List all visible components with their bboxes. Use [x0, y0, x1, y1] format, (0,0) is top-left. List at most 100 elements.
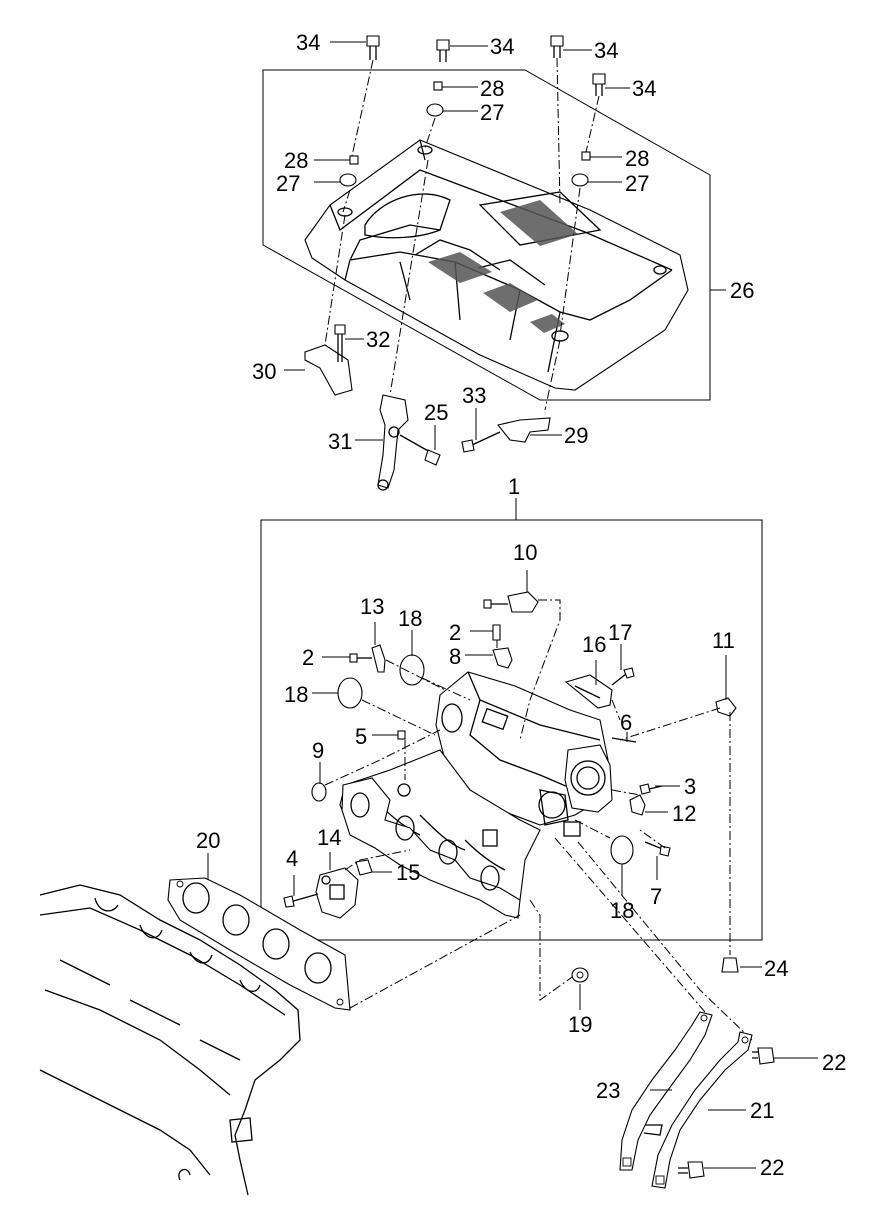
callout-20: 20 — [196, 828, 220, 853]
callout-25: 25 — [424, 400, 448, 425]
manifold-group-frame — [260, 519, 763, 941]
bracket-8 — [492, 647, 513, 669]
bracket-13 — [371, 644, 386, 673]
callout-27-b: 27 — [276, 171, 300, 196]
gasket-18-b — [337, 677, 363, 709]
callout-8: 8 — [449, 644, 461, 669]
bolt-4 — [283, 893, 319, 908]
callout-27-c: 27 — [625, 171, 649, 196]
bolt-33 — [461, 431, 501, 453]
throttle-flange — [564, 744, 613, 813]
callout-5: 5 — [355, 724, 367, 749]
callout-4: 4 — [286, 846, 298, 871]
stay-23 — [619, 1011, 713, 1171]
callout-18-b: 18 — [284, 682, 308, 707]
callout-19: 19 — [568, 1012, 592, 1037]
sensor-10 — [507, 591, 539, 613]
callout-26: 26 — [730, 278, 754, 303]
callout-6: 6 — [620, 710, 632, 735]
callout-2-b: 2 — [302, 645, 314, 670]
clip-15 — [355, 859, 373, 876]
callout-30: 30 — [252, 359, 276, 384]
bolt-25 — [399, 434, 441, 466]
bolt-34-a — [366, 35, 380, 60]
callout-33: 33 — [462, 383, 486, 408]
bracket-31 — [377, 394, 409, 489]
callout-29: 29 — [564, 423, 588, 448]
callout-34-d: 34 — [632, 76, 656, 101]
cap-24 — [721, 957, 739, 973]
intake-manifold-group — [260, 498, 763, 1041]
bracket-29 — [497, 417, 551, 443]
bolt-3 — [639, 783, 663, 795]
callout-28-a: 28 — [480, 76, 504, 101]
callout-21: 21 — [750, 1098, 774, 1123]
nut-27-b — [339, 173, 357, 187]
bolt-7 — [644, 841, 671, 857]
bolt-34-c — [550, 35, 564, 58]
bolt-34-d — [592, 73, 606, 96]
gasket-18-c — [610, 835, 634, 865]
callout-23: 23 — [596, 1078, 620, 1103]
nut-27-c — [571, 173, 589, 187]
callout-18-c: 18 — [610, 898, 634, 923]
callout-9: 9 — [312, 738, 324, 763]
engine-cover — [304, 139, 689, 391]
mesh-grill-4 — [530, 314, 565, 333]
nut-27-a — [426, 103, 444, 117]
callout-17: 17 — [608, 620, 632, 645]
callout-34-c: 34 — [594, 38, 618, 63]
bolt-22-a — [752, 1047, 775, 1065]
cap-5 — [397, 730, 406, 740]
manifold-gasket-20 — [167, 853, 521, 1011]
callout-13: 13 — [360, 594, 384, 619]
callout-18-a: 18 — [398, 606, 422, 631]
callout-10: 10 — [513, 540, 537, 565]
callout-3: 3 — [684, 774, 696, 799]
mesh-grill-2 — [428, 252, 492, 283]
gasket-18-a — [399, 654, 425, 686]
callout-31: 31 — [328, 429, 352, 454]
callout-32: 32 — [366, 327, 390, 352]
callout-16: 16 — [582, 632, 606, 657]
callout-27-a: 27 — [480, 100, 504, 125]
callout-14: 14 — [317, 825, 341, 850]
fitting-11 — [715, 697, 737, 717]
callout-22-a: 22 — [822, 1050, 846, 1075]
callout-34-a: 34 — [296, 30, 320, 55]
cover-group-frame — [262, 69, 711, 401]
callout-2-a: 2 — [449, 620, 461, 645]
bolt-34-b — [436, 39, 450, 62]
grommet-28-a — [433, 81, 443, 91]
callout-7: 7 — [650, 884, 662, 909]
bolt-22-b — [678, 1161, 705, 1179]
ring-9 — [311, 782, 327, 802]
mesh-grill-3 — [483, 283, 538, 312]
valve-14 — [315, 867, 359, 919]
mesh-grill-1 — [500, 200, 578, 246]
stud-6 — [611, 737, 637, 743]
callout-1: 1 — [508, 474, 520, 499]
callout-22-b: 22 — [760, 1155, 784, 1180]
bracket-30 — [304, 344, 353, 396]
cylinder-head — [39, 884, 301, 1196]
callout-11: 11 — [712, 628, 735, 653]
bracket-12 — [629, 794, 646, 816]
stay-21 — [651, 1031, 753, 1189]
bolt-17 — [611, 667, 635, 686]
engine-cover-group — [262, 35, 726, 491]
runner-flange — [341, 777, 521, 919]
cover-16 — [564, 674, 613, 709]
callout-34-b: 34 — [490, 34, 514, 59]
grommet-28-b — [349, 155, 359, 165]
callout-28-c: 28 — [625, 146, 649, 171]
support-stays — [571, 957, 818, 1189]
callout-12: 12 — [672, 801, 696, 826]
nut-19 — [571, 967, 589, 983]
bolt-32 — [334, 324, 346, 362]
callout-28-b: 28 — [284, 148, 308, 173]
callout-24: 24 — [764, 956, 788, 981]
grommet-28-c — [581, 151, 591, 161]
callout-15: 15 — [396, 860, 420, 885]
